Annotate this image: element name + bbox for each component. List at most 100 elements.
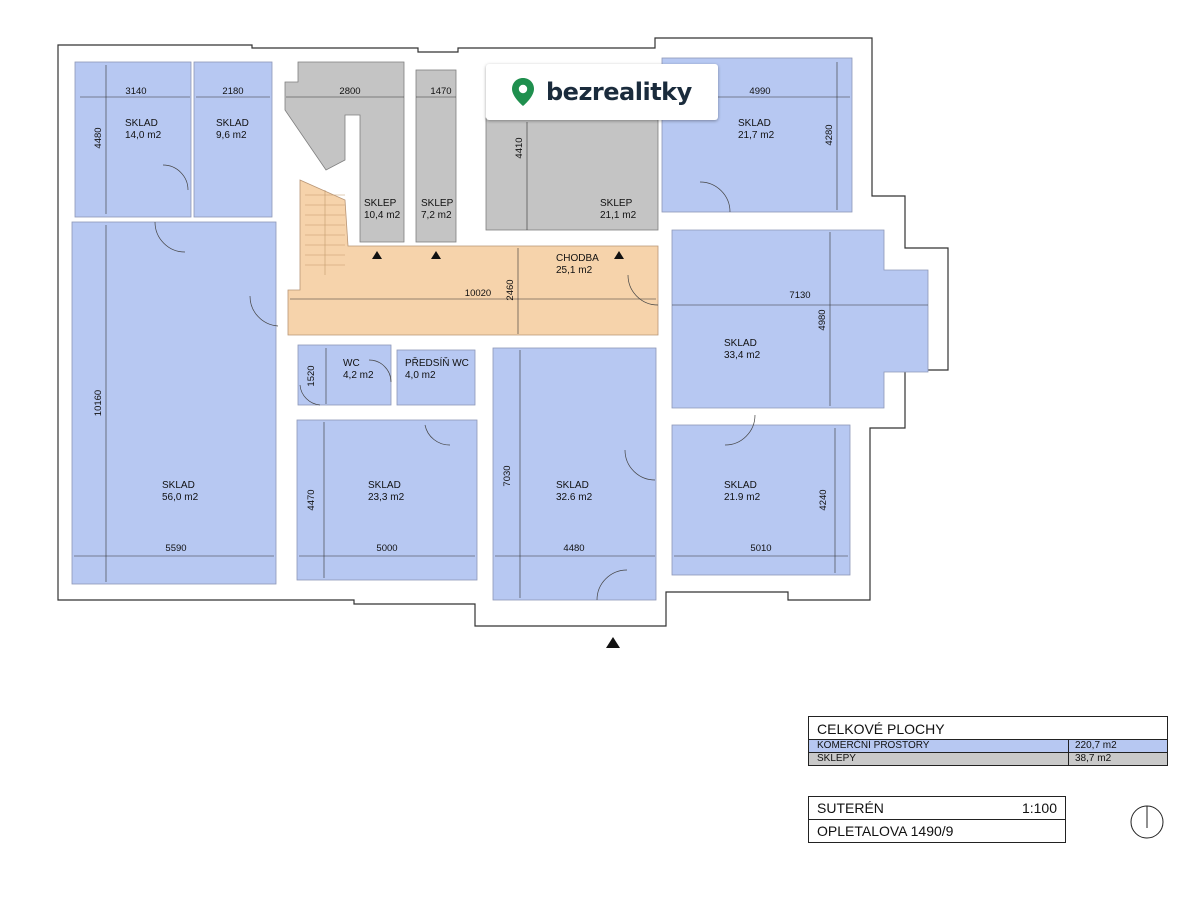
room-area: 25,1 m2 [556,265,593,276]
cellar-rooms [284,61,659,243]
dimension-label: 2180 [222,86,243,97]
arrow-icon [606,637,620,648]
dimension-label: 10020 [465,288,491,299]
room-area: 33,4 m2 [724,350,761,361]
door-arc [299,384,321,406]
room-area: 7,2 m2 [421,210,452,221]
area-totals-table: CELKOVÉ PLOCHY KOMERČNÍ PROSTORY 220,7 m… [808,716,1168,766]
north-arrow-icon [1130,805,1164,839]
door-arc [699,181,731,213]
dimension-label: 4280 [824,124,835,145]
totals-value: 220,7 m2 [1075,740,1117,751]
room-name: PŘEDSÍŇ WC [405,356,469,369]
room-sklep-10-4 [284,61,405,243]
room-name: WC [343,358,360,369]
address-row: OPLETALOVA 1490/9 [809,819,1065,842]
room-area: 32.6 m2 [556,492,593,503]
door-arc [627,274,659,306]
dimension-label: 5000 [376,543,397,554]
map-pin-icon [512,78,534,106]
room-name: SKLEP [364,198,397,209]
dimension-labels: 3140 2180 2800 1470 4990 4480 4410 4280 … [93,86,835,554]
arrow-icon [372,251,382,259]
totals-row-commercial: KOMERČNÍ PROSTORY 220,7 m2 [809,740,1167,753]
door-arc [624,449,656,481]
room-name: SKLAD [724,480,757,491]
room-name: SKLEP [421,198,454,209]
dimension-label: 4410 [514,137,525,158]
dimension-label: 2460 [505,279,516,300]
dimension-label: 4480 [563,543,584,554]
room-area: 4,0 m2 [405,370,436,381]
dimension-label: 1470 [430,86,451,97]
room-area: 21,7 m2 [738,130,775,141]
staircase [305,190,345,275]
dimension-label: 4990 [749,86,770,97]
door-arc [162,164,189,191]
totals-label: KOMERČNÍ PROSTORY [809,740,1069,752]
room-sklad-23-3 [296,419,478,581]
room-name: SKLAD [724,338,757,349]
room-chodba [287,179,659,336]
room-sklep-7-2 [415,69,457,243]
room-name: SKLAD [368,480,401,491]
floor-row: SUTERÉN 1:100 [809,797,1065,819]
drawing-info-box: SUTERÉN 1:100 OPLETALOVA 1490/9 [808,796,1066,843]
door-arc [154,221,186,253]
room-sklad-21-9 [671,424,851,576]
room-area: 4,2 m2 [343,370,374,381]
dimension-label: 5010 [750,543,771,554]
door-arc [724,414,756,446]
dimension-label: 4470 [306,489,317,510]
totals-label: SKLEPY [809,753,1069,765]
door-arc [424,424,451,446]
door-arc [249,295,279,327]
room-area: 56,0 m2 [162,492,199,503]
scale: 1:100 [1021,800,1057,816]
room-sklad-33-4 [671,229,929,409]
room-wc [297,344,392,406]
arrow-icon [431,251,441,259]
dimension-label: 5590 [165,543,186,554]
doors [154,164,756,601]
corridor [287,179,659,336]
address: OPLETALOVA 1490/9 [817,823,954,839]
room-area: 21.9 m2 [724,492,761,503]
room-labels: SKLAD 14,0 m2 SKLAD 9,6 m2 SKLEP 10,4 m2… [125,118,775,503]
room-area: 14,0 m2 [125,130,162,141]
room-name: SKLAD [556,480,589,491]
room-area: 23,3 m2 [368,492,405,503]
room-name: SKLAD [738,118,771,129]
room-name: SKLAD [162,480,195,491]
brand-logo[interactable]: bezrealitky [486,64,718,120]
door-arc [368,359,392,383]
room-sklep-21-1 [485,117,659,231]
dimension-label: 7130 [789,290,810,301]
room-sklad-9-6 [193,61,273,218]
totals-row-cellars: SKLEPY 38,7 m2 [809,753,1167,765]
dimension-label: 2800 [339,86,360,97]
room-name: SKLAD [216,118,249,129]
door-arc [596,569,628,601]
dimension-label: 1520 [306,365,317,386]
room-sklad-14 [74,61,192,218]
room-name: SKLEP [600,198,633,209]
room-sklad-32-6 [492,347,657,601]
brand-name: bezrealitky [546,78,692,106]
entrance-arrows [372,251,624,648]
storage-rooms [71,57,929,601]
dimension-label: 4980 [817,309,828,330]
floor-name: SUTERÉN [817,800,884,816]
room-area: 9,6 m2 [216,130,247,141]
dimension-lines [74,62,928,598]
dimension-label: 4480 [93,127,104,148]
room-name: SKLAD [125,118,158,129]
dimension-label: 7030 [502,465,513,486]
room-area: 10,4 m2 [364,210,401,221]
arrow-icon [614,251,624,259]
room-area: 21,1 m2 [600,210,637,221]
dimension-label: 10160 [93,390,104,416]
totals-title: CELKOVÉ PLOCHY [809,717,1167,740]
room-name: CHODBA [556,253,599,264]
